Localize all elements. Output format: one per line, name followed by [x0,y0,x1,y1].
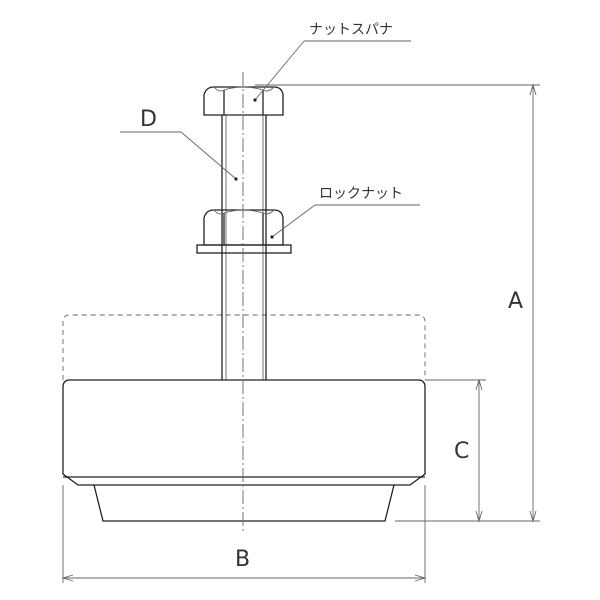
dimension-c: C [425,378,486,523]
leader-lock-nut: ロックナット [270,186,420,239]
dashed-raised-base [62,314,426,380]
washer [196,244,292,254]
wrench-nut [203,86,284,116]
lock-nut [196,209,292,254]
label-wrench-nut: ナットスパナ [309,22,393,38]
dimension-label-c: C [454,439,469,464]
label-d: D [140,107,157,132]
threaded-stem [221,115,267,380]
leader-d: D [120,107,238,181]
base-pad [62,379,426,522]
leader-wrench-nut: ナットスパナ [253,22,411,102]
dimension-label-b: B [235,547,250,572]
dimension-label-a: A [508,289,523,314]
dimension-b: B [61,485,427,583]
dimension-a: A [255,83,540,523]
label-lock-nut: ロックナット [319,186,403,202]
